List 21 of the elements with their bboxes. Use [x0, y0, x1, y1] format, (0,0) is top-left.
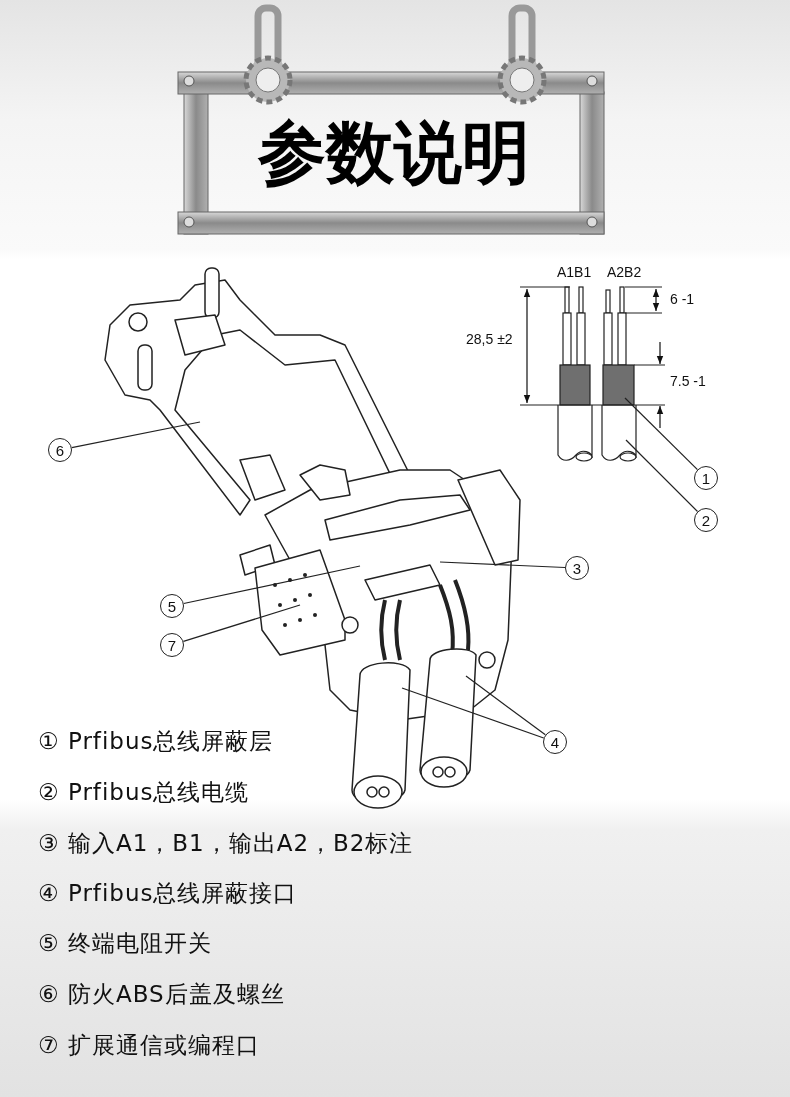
leader-line: [183, 565, 361, 605]
legend-item: ② Prfibus总线电缆: [38, 778, 250, 807]
title: 参数说明: [257, 112, 531, 194]
leader-line: [182, 604, 301, 642]
leader-line: [465, 675, 546, 736]
legend-item: ⑥ 防火ABS后盖及螺丝: [38, 980, 285, 1009]
legend-item: ⑦ 扩展通信或编程口: [38, 1031, 260, 1060]
legend-item: ④ Prfibus总线屏蔽接口: [38, 879, 298, 908]
legend-item: ⑤ 终端电阻开关: [38, 929, 212, 958]
legend-item: ① Prfibus总线屏蔽层: [38, 727, 274, 756]
dimension-text: 6 -1: [670, 291, 695, 307]
leader-line: [624, 397, 699, 471]
leader-line: [71, 421, 201, 449]
dimension-text: A2B2: [607, 264, 642, 280]
dimension-text: 28,5 ±2: [466, 331, 513, 347]
leader-line: [401, 687, 545, 739]
leader-line: [439, 561, 566, 569]
legend-item: ③ 输入A1，B1，输出A2，B2标注: [38, 829, 414, 858]
leader-line: [625, 439, 699, 513]
dimension-text: A1B1: [557, 264, 592, 280]
dimension-text: 7.5 -1: [670, 373, 706, 389]
